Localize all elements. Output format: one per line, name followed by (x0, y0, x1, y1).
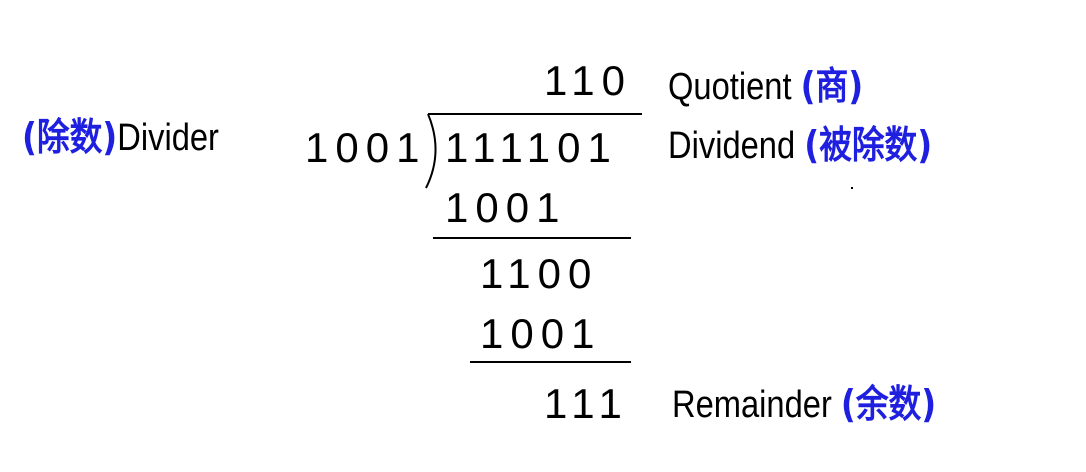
division-bracket-curve (425, 113, 437, 189)
dividend-label-en: Dividend (668, 125, 796, 167)
remainder-label-en: Remainder (672, 384, 832, 426)
quotient-label-en: Quotient (668, 66, 792, 108)
remainder-digits: 111 (544, 380, 629, 427)
dividend-label: Dividend (被除数) (668, 126, 932, 165)
step-1-digits: 1001 (445, 184, 567, 231)
remainder-label-cn: (余数) (840, 382, 937, 426)
divisor-digits: 1001 (305, 124, 427, 171)
divisor-label: (除数)Divider (22, 118, 219, 157)
subtraction-rule-1 (433, 237, 631, 239)
step-3-digits: 1001 (480, 310, 602, 357)
step-2-digits: 1100 (480, 250, 599, 297)
divisor-label-en: Divider (117, 117, 219, 159)
remainder-label: Remainder (余数) (672, 385, 936, 424)
dividend-digits: 111101 (445, 124, 618, 171)
dividend-label-cn: (被除数) (804, 123, 933, 167)
divisor-label-cn: (除数) (22, 115, 118, 159)
division-bracket (425, 113, 642, 189)
subtraction-rule-2 (470, 361, 631, 363)
quotient-digits: 110 (544, 57, 632, 104)
quotient-label-cn: (商) (800, 64, 864, 108)
quotient-label: Quotient (商) (668, 67, 863, 106)
stray-dot (851, 187, 853, 189)
